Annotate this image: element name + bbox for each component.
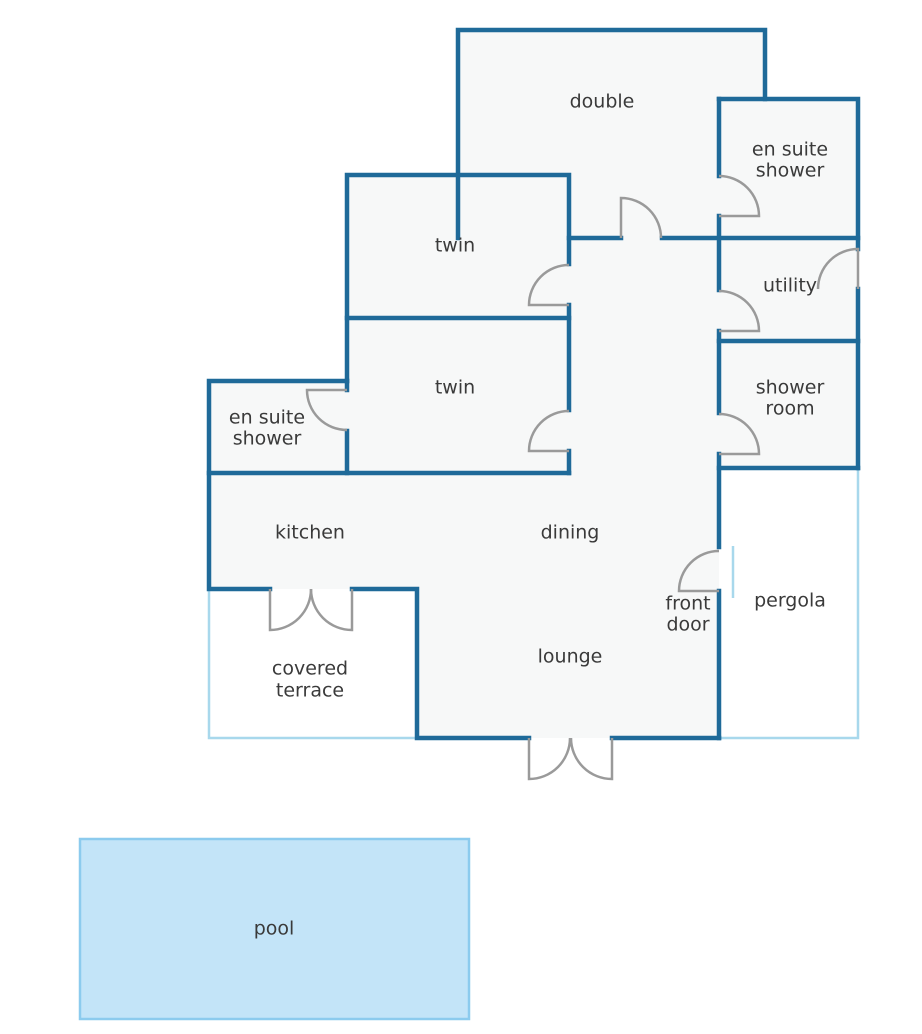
covered-terrace-area: [207, 589, 417, 740]
door-en-suite-left[interactable]: [305, 388, 348, 432]
pool-area: [78, 837, 471, 1021]
label-twin-upper: twin: [435, 235, 475, 257]
label-kitchen: kitchen: [275, 522, 345, 544]
label-en-suite-top-2: shower: [756, 160, 825, 182]
doors: [268, 174, 860, 781]
label-dining: dining: [541, 522, 600, 544]
walls: [206, 27, 861, 741]
label-utility: utility: [763, 275, 817, 297]
room-labels: double en suite shower twin utility twin…: [229, 91, 828, 940]
door-double[interactable]: [619, 196, 663, 239]
pergola-area: [719, 468, 860, 740]
double-room-wall: [455, 27, 768, 241]
door-shower-room[interactable]: [718, 412, 761, 456]
floor-fills: [209, 30, 858, 738]
label-double: double: [570, 91, 635, 113]
door-en-suite-top[interactable]: [718, 174, 761, 218]
label-covered-terrace-1: covered: [272, 658, 348, 680]
label-pergola: pergola: [754, 590, 826, 612]
door-front[interactable]: [677, 549, 720, 593]
label-twin-lower: twin: [435, 377, 475, 399]
en-suite-left-wall: [206, 378, 350, 592]
door-twin-lower[interactable]: [527, 409, 570, 453]
door-kitchen-terrace-left[interactable]: [268, 588, 313, 632]
label-en-suite-left-1: en suite: [229, 407, 305, 429]
label-en-suite-top-1: en suite: [752, 139, 828, 161]
label-pool: pool: [254, 918, 295, 940]
label-covered-terrace-2: terrace: [276, 680, 344, 702]
label-front-door-1: front: [665, 593, 710, 615]
label-en-suite-left-2: shower: [233, 428, 302, 450]
door-lounge-right[interactable]: [569, 737, 614, 781]
en-suite-top-wall: [716, 96, 861, 252]
label-lounge: lounge: [538, 646, 603, 668]
label-shower-room-1: shower: [756, 377, 825, 399]
door-kitchen-terrace-right[interactable]: [309, 588, 354, 632]
label-front-door-2: door: [666, 614, 709, 636]
door-utility-external[interactable]: [816, 247, 860, 290]
door-lounge-left[interactable]: [527, 737, 572, 781]
twin-upper-wall: [344, 172, 572, 384]
door-twin-upper[interactable]: [527, 263, 570, 307]
door-utility[interactable]: [718, 289, 761, 333]
label-shower-room-2: room: [765, 398, 814, 420]
